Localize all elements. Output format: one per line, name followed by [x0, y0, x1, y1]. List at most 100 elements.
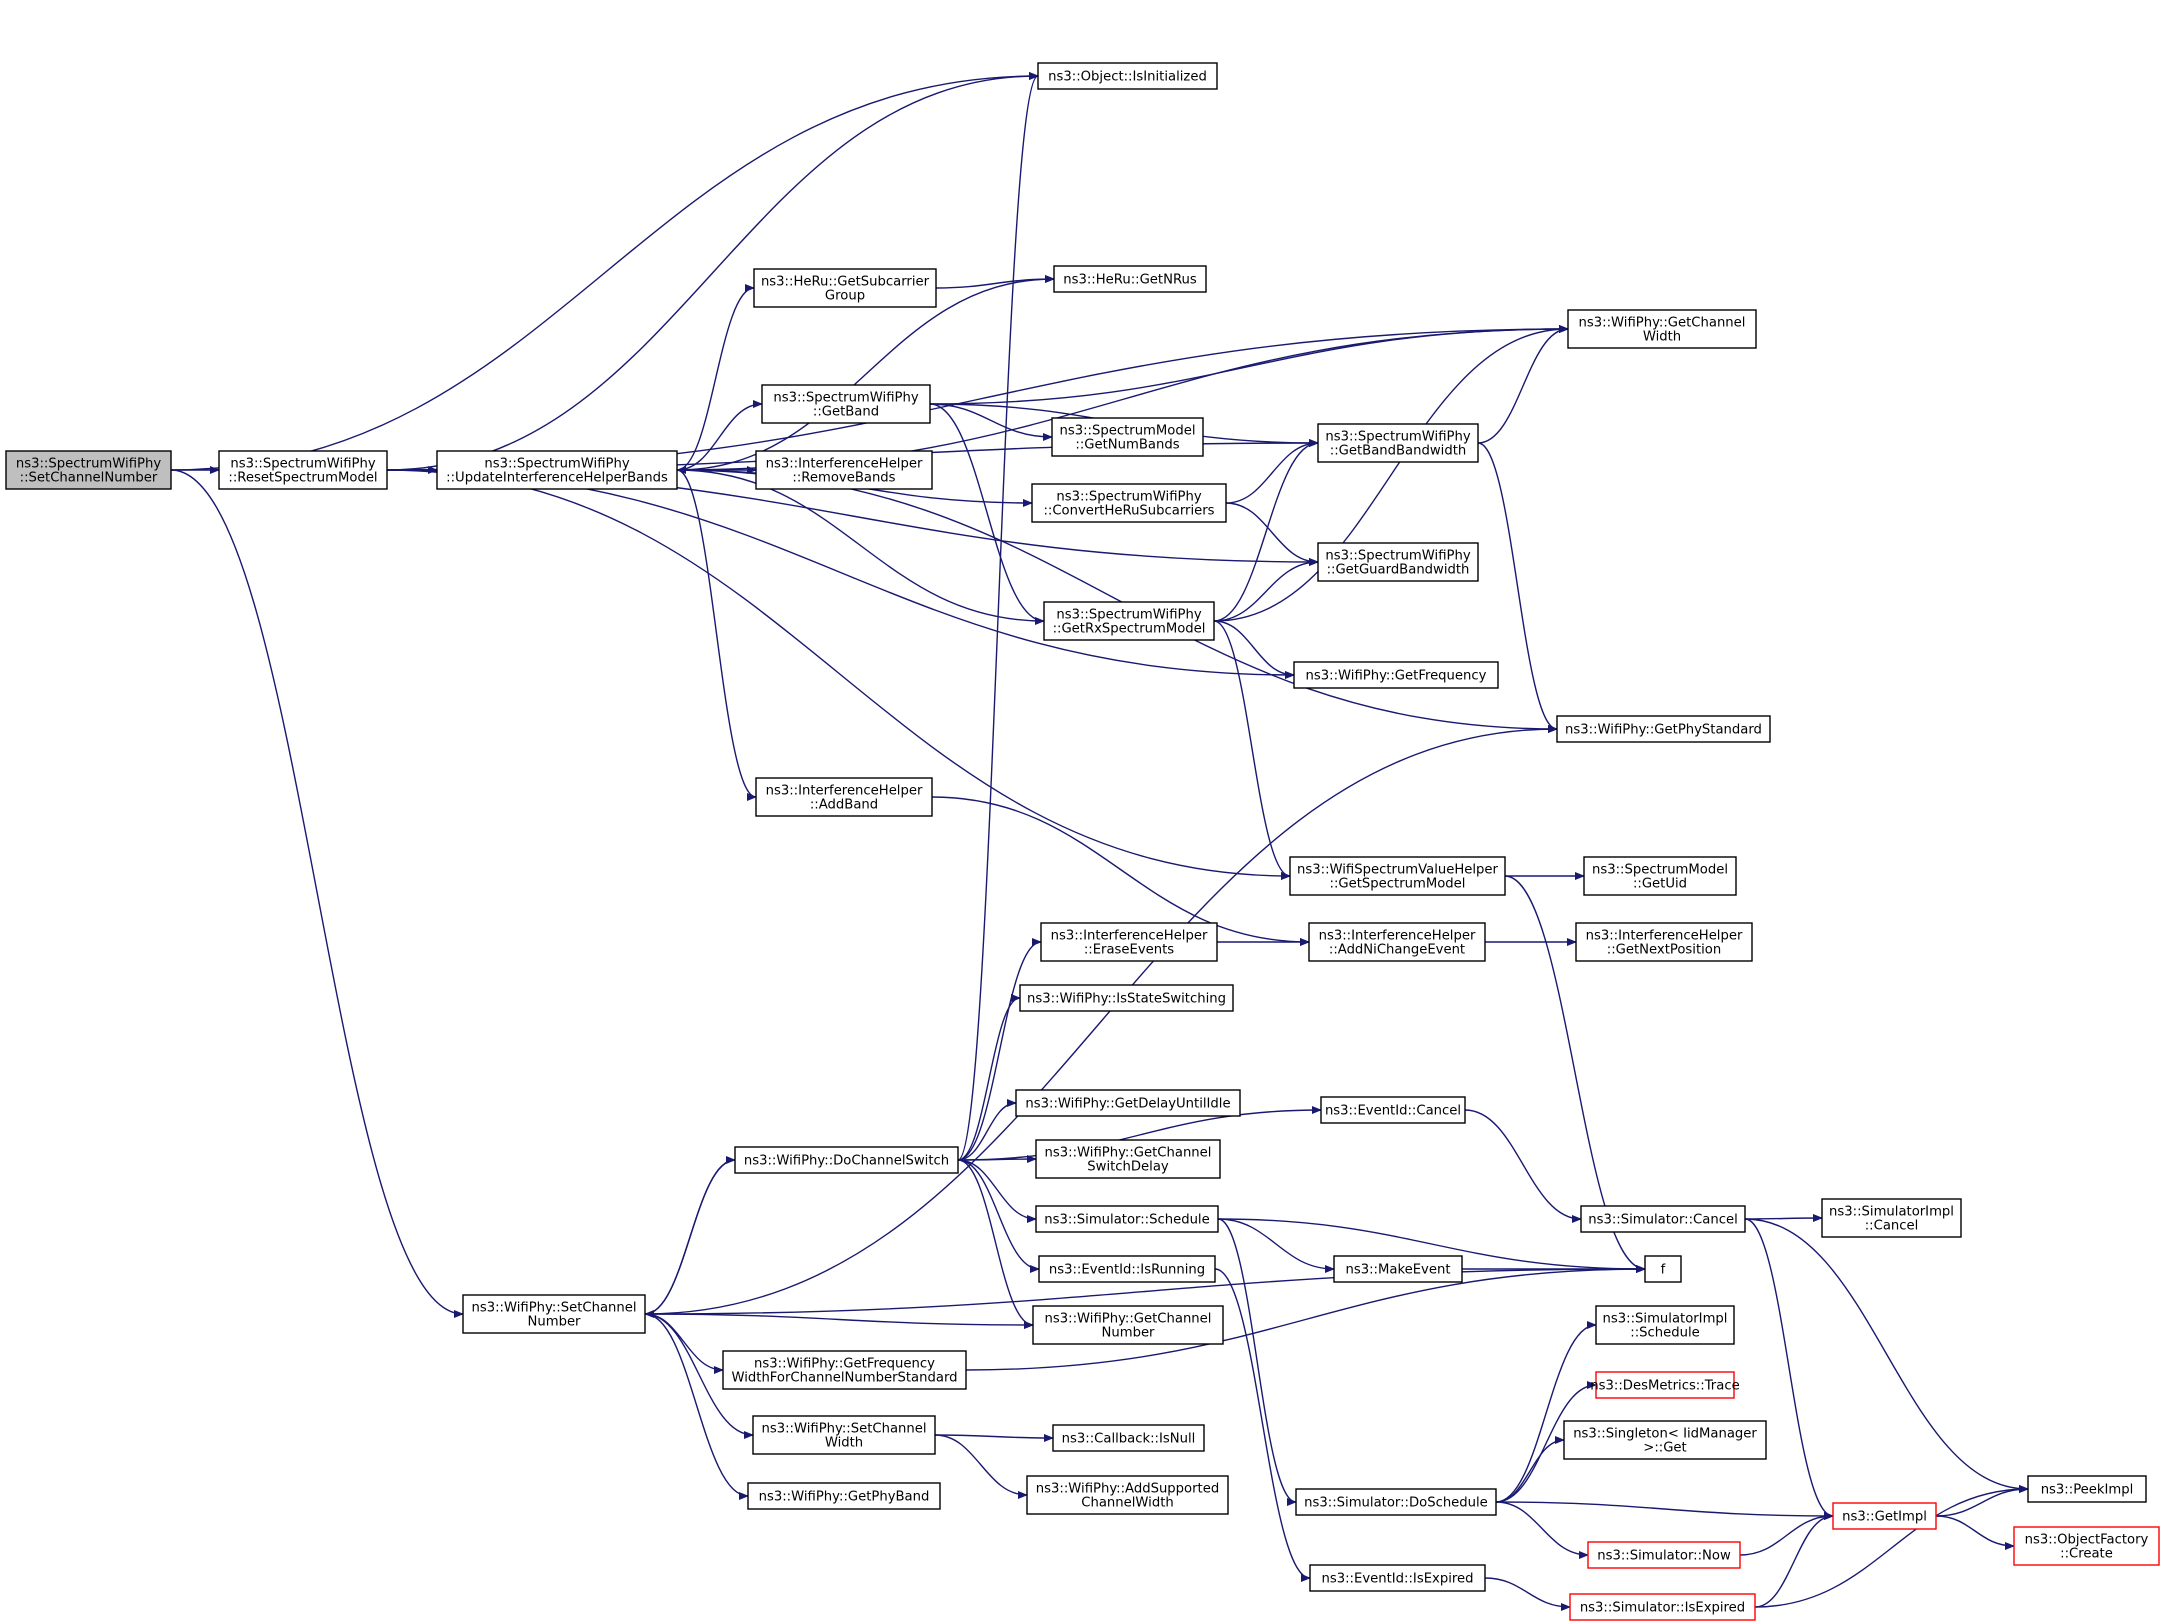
node-desmetrics[interactable]: ns3::DesMetrics::Trace: [1590, 1371, 1740, 1399]
edge-simcancel-to-getimpl: [1744, 1218, 1834, 1520]
node-label-line: ns3::WifiPhy::GetDelayUntilIdle: [1025, 1097, 1230, 1112]
node-label-line: ns3::Simulator::Now: [1597, 1549, 1731, 1564]
node-removebands[interactable]: ns3::InterferenceHelper::RemoveBands: [755, 450, 933, 490]
node-simexpired[interactable]: ns3::Simulator::IsExpired: [1569, 1593, 1756, 1621]
node-label-line: ns3::SpectrumWifiPhy: [773, 391, 918, 406]
node-isnull[interactable]: ns3::Callback::IsNull: [1052, 1424, 1205, 1452]
node-getuid[interactable]: ns3::SpectrumModel::GetUid: [1583, 856, 1737, 896]
node-guardbw[interactable]: ns3::SpectrumWifiPhy::GetGuardBandwidth: [1317, 542, 1479, 582]
node-implschedule[interactable]: ns3::SimulatorImpl::Schedule: [1595, 1305, 1735, 1345]
edge-doschedule-to-getimpl: [1495, 1501, 1834, 1520]
node-peekimpl[interactable]: ns3::PeekImpl: [2027, 1475, 2147, 1503]
node-erase[interactable]: ns3::InterferenceHelper::EraseEvents: [1040, 922, 1218, 962]
edge-getband-to-chwidth: [929, 325, 1569, 405]
node-phystd[interactable]: ns3::WifiPhy::GetPhyStandard: [1556, 715, 1771, 743]
node-isswitching[interactable]: ns3::WifiPhy::IsStateSwitching: [1019, 984, 1234, 1012]
edge-line: [929, 403, 1045, 625]
node-getband[interactable]: ns3::SpectrumWifiPhy::GetBand: [761, 384, 931, 424]
node-label-line: Group: [825, 289, 865, 304]
node-rxmodel[interactable]: ns3::SpectrumWifiPhy::GetRxSpectrumModel: [1043, 601, 1215, 641]
node-setchnum[interactable]: ns3::WifiPhy::SetChannelNumber: [462, 1294, 646, 1334]
edge-line: [1744, 1214, 1823, 1223]
edge-setchwidth-to-isnull: [934, 1433, 1054, 1442]
node-box: [1583, 856, 1737, 896]
node-getphyband[interactable]: ns3::WifiPhy::GetPhyBand: [747, 1482, 941, 1510]
node-addni[interactable]: ns3::InterferenceHelper::AddNiChangeEven…: [1308, 922, 1486, 962]
node-box: [1019, 984, 1234, 1012]
node-box: [1317, 423, 1479, 463]
node-delayidle[interactable]: ns3::WifiPhy::GetDelayUntilIdle: [1015, 1089, 1241, 1117]
edge-update-to-addband: [676, 469, 757, 801]
node-label-line: ns3::SimulatorImpl: [1603, 1312, 1728, 1327]
node-singleton[interactable]: ns3::Singleton< IidManager >::Get: [1563, 1420, 1767, 1460]
edge-line: [931, 796, 1310, 946]
node-nextpos[interactable]: ns3::InterferenceHelper::GetNextPosition: [1575, 922, 1753, 962]
node-evcancel[interactable]: ns3::EventId::Cancel: [1320, 1096, 1466, 1124]
node-label-line: ::GetRxSpectrumModel: [1053, 622, 1206, 637]
node-box: [1821, 1198, 1962, 1238]
node-numbands[interactable]: ns3::SpectrumModel::GetNumBands: [1051, 417, 1204, 457]
edge-getimpl-to-objfactory: [1935, 1515, 2015, 1550]
edge-line: [644, 1156, 736, 1315]
node-convert[interactable]: ns3::SpectrumWifiPhy::ConvertHeRuSubcarr…: [1031, 483, 1227, 523]
node-label-line: Width: [1643, 330, 1681, 345]
node-bandbw[interactable]: ns3::SpectrumWifiPhy::GetBandBandwidth: [1317, 423, 1479, 463]
node-update[interactable]: ns3::SpectrumWifiPhy::UpdateInterference…: [436, 450, 678, 490]
node-addband[interactable]: ns3::InterferenceHelper::AddBand: [755, 777, 933, 817]
node-label-line: ns3::Callback::IsNull: [1062, 1432, 1196, 1447]
node-getspectrum[interactable]: ns3::WifiSpectrumValueHelper::GetSpectru…: [1289, 856, 1506, 896]
edge-line: [1217, 1218, 1646, 1273]
node-schedule[interactable]: ns3::Simulator::Schedule: [1035, 1205, 1219, 1233]
node-isrunning[interactable]: ns3::EventId::IsRunning: [1038, 1255, 1216, 1283]
node-label-line: WidthForChannelNumberStandard: [731, 1371, 957, 1386]
node-implcancel[interactable]: ns3::SimulatorImpl::Cancel: [1821, 1198, 1962, 1238]
node-getnrus[interactable]: ns3::HeRu::GetNRus: [1053, 265, 1207, 293]
edge-line: [676, 284, 755, 471]
node-label-line: ns3::WifiPhy::DoChannelSwitch: [744, 1154, 949, 1169]
node-doswitch[interactable]: ns3::WifiPhy::DoChannelSwitch: [734, 1146, 959, 1174]
node-box: [1580, 1205, 1746, 1233]
node-label-line: ns3::Singleton< IidManager: [1573, 1427, 1757, 1442]
node-label-line: ns3::SpectrumWifiPhy: [1325, 430, 1470, 445]
node-doschedule[interactable]: ns3::Simulator::DoSchedule: [1295, 1488, 1497, 1516]
node-simnow[interactable]: ns3::Simulator::Now: [1587, 1541, 1741, 1569]
node-box: [1317, 542, 1479, 582]
node-label-line: ::GetBandBandwidth: [1330, 444, 1466, 459]
node-root[interactable]: ns3::SpectrumWifiPhy::SetChannelNumber: [5, 450, 172, 490]
node-makeevent[interactable]: ns3::MakeEvent: [1333, 1255, 1463, 1283]
edge-line: [965, 1265, 1646, 1371]
node-getimpl[interactable]: ns3::GetImpl: [1832, 1502, 1937, 1530]
node-freqwidth[interactable]: ns3::WifiPhy::GetFrequencyWidthForChanne…: [722, 1350, 967, 1390]
node-box: [734, 1146, 959, 1174]
node-label-line: ns3::Simulator::Cancel: [1588, 1213, 1737, 1228]
edge-doswitch-to-getchnum: [957, 1159, 1034, 1329]
node-reset[interactable]: ns3::SpectrumWifiPhy::ResetSpectrumModel: [218, 450, 388, 490]
edge-line: [676, 466, 1045, 622]
node-label-line: ns3::GetImpl: [1842, 1510, 1927, 1525]
edge-line: [934, 1433, 1054, 1442]
node-isinit[interactable]: ns3::Object::IsInitialized: [1037, 62, 1218, 90]
edge-doswitch-to-delayidle: [957, 1099, 1017, 1161]
node-label-line: ns3::Object::IsInitialized: [1048, 70, 1207, 85]
edge-convert-to-guardbw: [1225, 502, 1319, 566]
node-objfactory[interactable]: ns3::ObjectFactory::Create: [2013, 1526, 2160, 1566]
node-evexpired[interactable]: ns3::EventId::IsExpired: [1309, 1564, 1486, 1592]
node-simcancel[interactable]: ns3::Simulator::Cancel: [1580, 1205, 1746, 1233]
node-getfreq[interactable]: ns3::WifiPhy::GetFrequency: [1293, 661, 1499, 689]
edge-line: [1225, 439, 1319, 504]
node-box: [1569, 1593, 1756, 1621]
edge-line: [935, 275, 1055, 289]
node-f[interactable]: f: [1644, 1255, 1682, 1283]
node-box: [722, 1350, 967, 1390]
node-box: [1587, 1541, 1741, 1569]
node-label-line: ns3::EventId::IsRunning: [1049, 1263, 1205, 1278]
edge-line: [1495, 1321, 1597, 1503]
edge-rxmodel-to-guardbw: [1213, 558, 1319, 622]
